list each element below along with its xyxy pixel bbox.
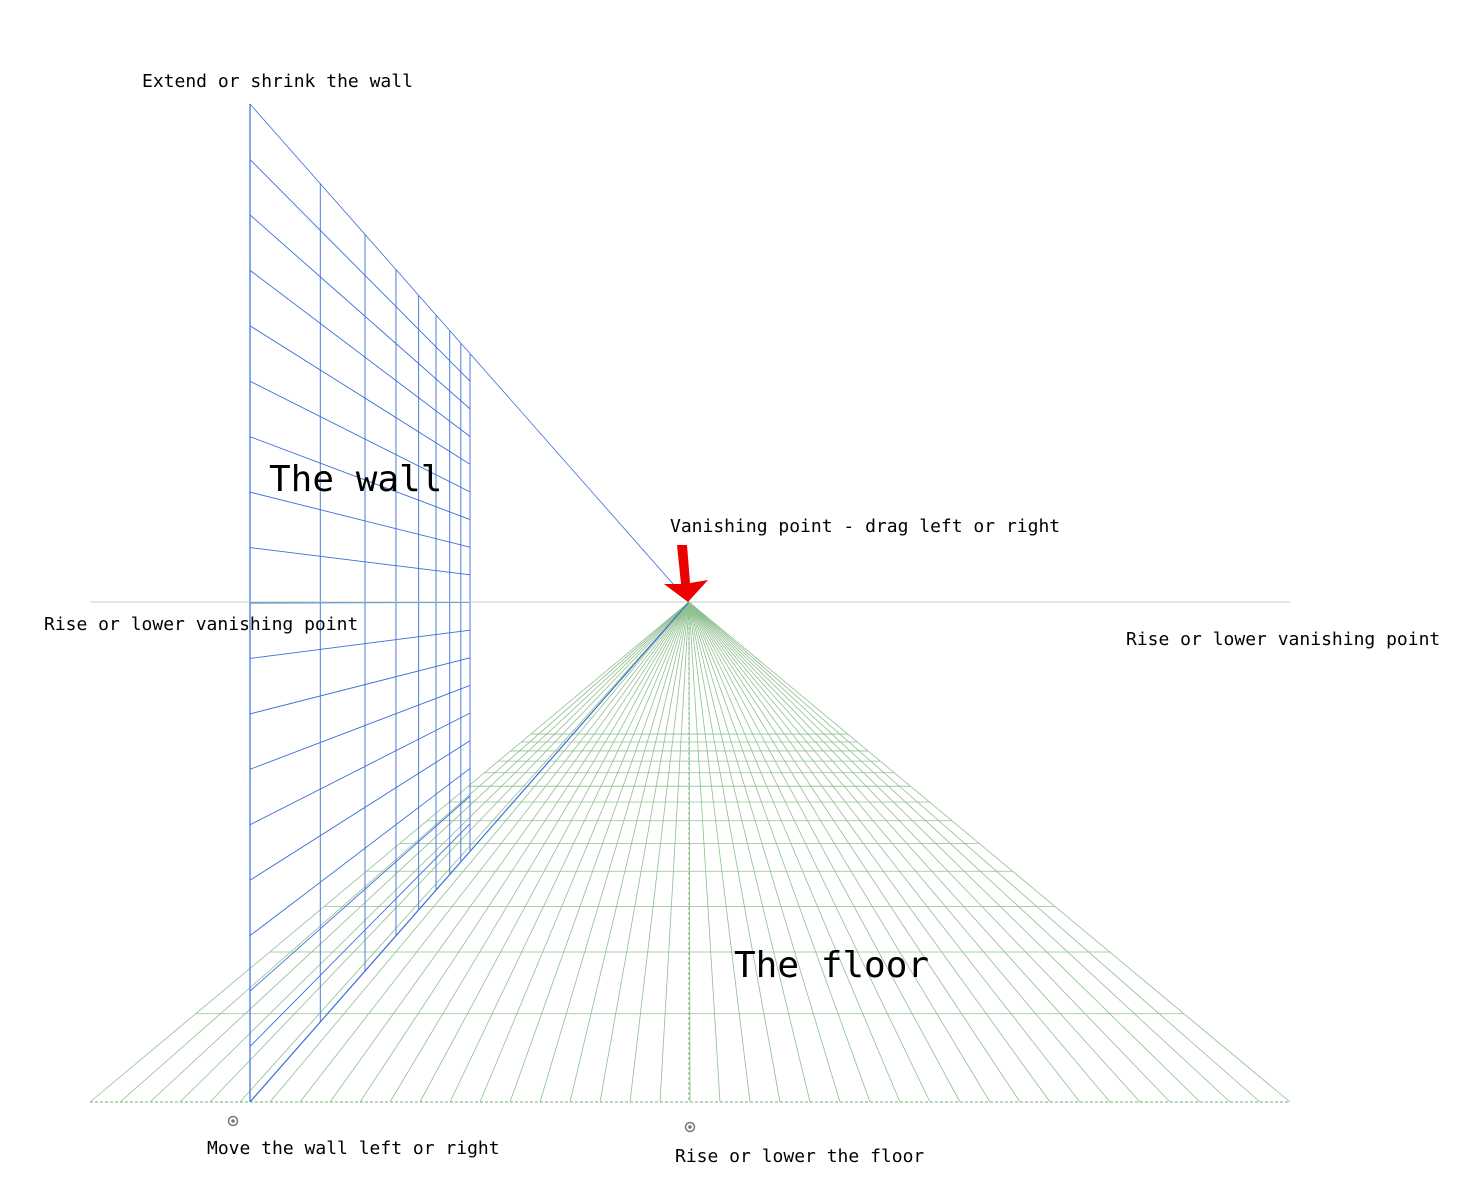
floor-ray-line <box>509 601 690 1103</box>
wall-horizontal-line <box>249 795 471 992</box>
wall-horizontal-line <box>249 325 471 465</box>
floor-ray-line <box>479 601 690 1103</box>
floor-ray-line <box>688 601 991 1103</box>
wall-horizontal-line <box>249 436 471 520</box>
floor-ray-line <box>599 601 690 1103</box>
floor-ray-line <box>239 601 690 1103</box>
floor-ray-line <box>449 601 690 1103</box>
wall-title: The wall <box>269 459 443 500</box>
wall-base-guide <box>249 601 690 1103</box>
wall-top-guide <box>249 103 690 603</box>
wall-horizontal-line <box>249 214 471 410</box>
wall-grid <box>249 103 690 1103</box>
floor-ray-line <box>629 601 690 1103</box>
floor-ray-line <box>688 601 871 1103</box>
floor-ray-line <box>89 601 690 1103</box>
floor-ray-line <box>688 601 1291 1103</box>
wall-horizontal-line <box>249 547 471 576</box>
rise-floor-label: Rise or lower the floor <box>675 1146 925 1167</box>
vanishing-point-label: Vanishing point - drag left or right <box>670 516 1061 537</box>
floor-title: The floor <box>734 945 930 986</box>
floor-ray-line <box>688 601 1021 1103</box>
floor-ray-line <box>119 601 690 1103</box>
wall-horizontal-line <box>249 685 471 770</box>
wall-horizontal-line <box>249 380 471 493</box>
floor-ray-line <box>688 601 751 1103</box>
wall-horizontal-line <box>249 269 471 437</box>
floor-ray-line <box>688 601 901 1103</box>
floor-ray-line <box>539 601 690 1103</box>
floor-ray-line <box>329 601 690 1103</box>
floor-ray-line <box>688 601 841 1103</box>
wall-horizontal-line <box>249 491 471 548</box>
floor-ray-line <box>269 601 690 1103</box>
wall-horizontal-line <box>249 740 471 881</box>
floor-grid <box>89 601 1291 1103</box>
floor-ray-line <box>179 601 690 1103</box>
extend-wall-label: Extend or shrink the wall <box>142 71 413 92</box>
floor-ray-line <box>419 601 690 1103</box>
floor-ray-line <box>688 601 1231 1103</box>
floor-ray-line <box>688 601 931 1103</box>
floor-ray-line <box>688 601 1111 1103</box>
wall-horizontal-line <box>249 657 471 715</box>
rise-vanishing-point-right-label: Rise or lower vanishing point <box>1126 629 1441 650</box>
floor-ray-line <box>688 601 1171 1103</box>
wall-horizontal-line <box>249 629 471 659</box>
floor-ray-line <box>688 601 1081 1103</box>
vanishing-point-arrow-icon[interactable] <box>664 545 708 602</box>
floor-ray-line <box>569 601 690 1103</box>
floor-ray-line <box>688 601 721 1103</box>
wall-horizontal-line <box>249 159 471 382</box>
wall-horizontal-line <box>249 823 471 1047</box>
rise-vanishing-point-left-label: Rise or lower vanishing point <box>44 614 359 635</box>
floor-ray-line <box>688 601 811 1103</box>
floor-ray-line <box>149 601 690 1103</box>
move-wall-label: Move the wall left or right <box>207 1138 500 1159</box>
floor-move-handle-icon[interactable] <box>684 1121 696 1133</box>
floor-ray-line <box>359 601 690 1103</box>
floor-ray-line <box>688 601 1141 1103</box>
floor-ray-line <box>688 601 1261 1103</box>
floor-ray-line <box>688 601 961 1103</box>
wall-horizontal-line <box>249 602 471 604</box>
floor-ray-line <box>659 601 690 1103</box>
floor-ray-line <box>688 601 1201 1103</box>
floor-ray-line <box>688 601 781 1103</box>
floor-ray-line <box>688 601 1051 1103</box>
floor-ray-line <box>389 601 690 1103</box>
wall-horizontal-line <box>249 712 471 826</box>
floor-ray-line <box>299 601 690 1103</box>
wall-move-handle-icon[interactable] <box>227 1115 239 1127</box>
wall-horizontal-line <box>249 768 471 937</box>
